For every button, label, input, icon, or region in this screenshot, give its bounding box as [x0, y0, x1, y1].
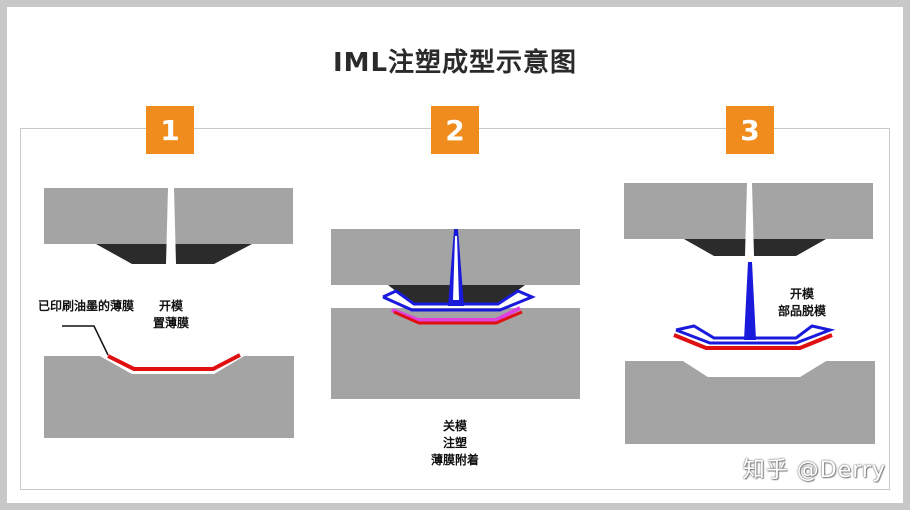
- watermark: 知乎 @Derry: [742, 458, 886, 483]
- step-1-caption: 开模 置薄膜: [146, 298, 196, 332]
- step-1-film: [107, 353, 241, 371]
- step-1-caption-line-1: 开模: [158, 299, 183, 313]
- step-2-mold: [331, 229, 580, 399]
- diagram-title: IML注塑成型示意图: [332, 48, 578, 78]
- step-3-badge: 3: [726, 106, 774, 154]
- step-1-gate: [166, 188, 176, 264]
- step-2-sprue-gap: [453, 236, 459, 300]
- step-2-caption: 关模 注塑 薄膜附着: [425, 418, 485, 469]
- step-1-leader-line: [62, 325, 109, 356]
- step-3-mold: [624, 183, 875, 444]
- step-3-sprue: [744, 262, 756, 340]
- step-3-lower-mold: [625, 361, 875, 444]
- step-2-film-magenta: [391, 306, 521, 322]
- step-2-caption-line-1: 关模: [442, 419, 467, 433]
- step-3-gate: [745, 183, 754, 256]
- step-1-lower-mold: [44, 356, 294, 438]
- step-3-caption: 开模 部品脱模: [770, 286, 834, 320]
- step-2-badge: 2: [431, 106, 479, 154]
- step-1-mold: [44, 188, 294, 438]
- step-2-caption-line-2: 注塑: [442, 436, 467, 450]
- step-2-caption-line-3: 薄膜附着: [430, 453, 479, 467]
- step-3-cavity: [683, 361, 826, 377]
- step-3-plastic: [675, 324, 836, 345]
- step-3-caption-line-1: 开模: [789, 287, 814, 301]
- step-1-caption-line-2: 置薄膜: [152, 316, 189, 330]
- step-3-core: [684, 239, 826, 256]
- step-2-plastic-outer: [382, 289, 536, 312]
- step-1-badge: 1: [146, 106, 194, 154]
- step-2-film-red: [393, 310, 523, 325]
- step-3-film: [673, 333, 833, 350]
- step-1-annotation: 已印刷油墨的薄膜: [38, 299, 135, 313]
- step-3-caption-line-2: 部品脱模: [777, 304, 826, 318]
- step-2-lower-mold: [331, 308, 580, 399]
